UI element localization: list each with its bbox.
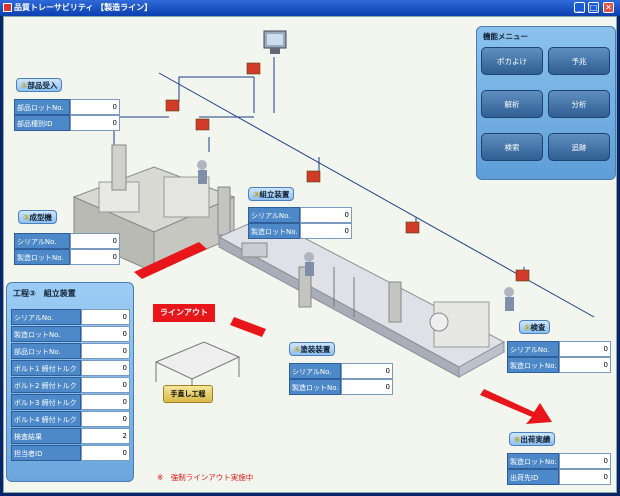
- process3-panel-title: 工程③ 組立装置: [13, 289, 76, 298]
- maximize-button[interactable]: □: [588, 2, 599, 13]
- assembly-field-1: 製造ロットNo.0: [248, 223, 352, 239]
- station-receiving-label[interactable]: ①部品受入: [16, 78, 63, 92]
- process3-row: シリアルNo.0: [11, 309, 130, 325]
- line-out-indicator: ラインアウト: [153, 304, 215, 322]
- painting-field-0: シリアルNo.0: [289, 363, 393, 379]
- inspection-field-0: シリアルNo.0: [507, 341, 611, 357]
- app-icon: [3, 3, 12, 12]
- painting-field-1: 製造ロットNo.0: [289, 379, 393, 395]
- assembly-field-0: シリアルNo.0: [248, 207, 352, 223]
- server-icon: [263, 30, 287, 54]
- menu-button-trace[interactable]: 追跡: [548, 133, 610, 161]
- menu-button-breakdown[interactable]: 分析: [548, 90, 610, 118]
- production-line-illustration: [72, 30, 595, 424]
- minimize-button[interactable]: _: [574, 2, 585, 13]
- function-menu-title: 機能メニュー: [483, 32, 528, 41]
- menu-button-prediction[interactable]: 予兆: [548, 47, 610, 75]
- inspection-field-1: 製造ロットNo.0: [507, 357, 611, 373]
- manual-rework-label[interactable]: 手直し工程: [163, 385, 213, 403]
- shipping-field-0: 製造ロットNo.0: [507, 453, 611, 469]
- function-menu: 機能メニュー ポカよけ 予兆 解析 分析 検索 追跡: [476, 26, 616, 180]
- molding-field-0: シリアルNo.0: [14, 233, 120, 249]
- station-painting-label[interactable]: ④塗装装置: [289, 342, 336, 356]
- close-button[interactable]: ✕: [603, 2, 614, 13]
- molding-field-1: 製造ロットNo.0: [14, 249, 120, 265]
- menu-button-analysis[interactable]: 解析: [481, 90, 543, 118]
- status-message: ※ 強制ラインアウト実施中: [157, 473, 254, 482]
- process3-row: 部品ロットNo.0: [11, 343, 130, 359]
- station-molding-label[interactable]: ②成型機: [18, 210, 57, 224]
- title-bar[interactable]: 品質トレーサビリティ 【製造ライン】 _ □ ✕: [0, 0, 620, 16]
- station-assembly-label[interactable]: ③組立装置: [248, 187, 295, 201]
- station-shipping-label[interactable]: ⑥出荷実績: [509, 432, 556, 446]
- menu-button-pokayoke[interactable]: ポカよけ: [481, 47, 543, 75]
- process3-detail-panel: 工程③ 組立装置 シリアルNo.0 製造ロットNo.0 部品ロットNo.0 ボル…: [6, 282, 134, 482]
- window-title: 品質トレーサビリティ 【製造ライン】: [14, 3, 153, 12]
- process3-row: 製造ロットNo.0: [11, 326, 130, 342]
- menu-button-search[interactable]: 検索: [481, 133, 543, 161]
- receiving-field-0: 部品ロットNo.0: [14, 99, 120, 115]
- station-inspection-label[interactable]: ⑤検査: [519, 320, 551, 334]
